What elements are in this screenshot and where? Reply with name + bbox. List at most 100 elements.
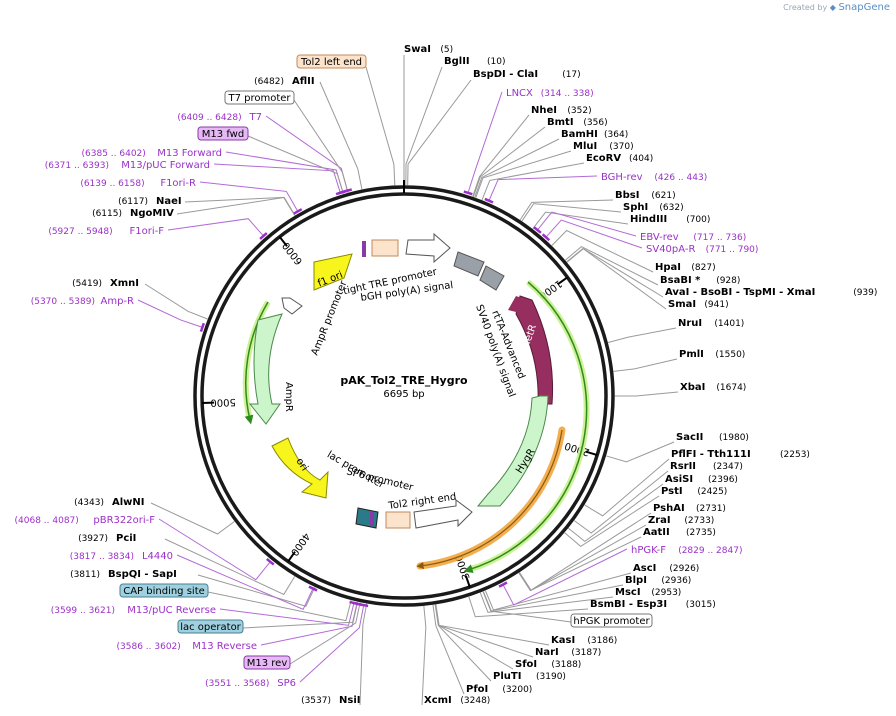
restriction-site[interactable]: NaeI(6117) xyxy=(118,196,182,207)
restriction-site[interactable]: NruI(1401) xyxy=(678,318,744,329)
restriction-site[interactable]: PluTI(3190) xyxy=(493,671,566,682)
site-name: PmlI xyxy=(679,349,704,360)
restriction-site[interactable]: AscI(2926) xyxy=(633,563,699,574)
restriction-site[interactable]: EcoRV(404) xyxy=(586,153,653,164)
feature-box[interactable]: hPGK promoter xyxy=(570,613,653,628)
restriction-site[interactable]: NsiI(3537) xyxy=(301,695,360,706)
primer[interactable]: M13/pUC Forward(6371 .. 6393) xyxy=(45,160,210,171)
restriction-site[interactable]: NarI(3187) xyxy=(535,647,601,658)
restriction-site[interactable]: XbaI(1674) xyxy=(680,382,746,393)
restriction-site[interactable]: BsaBI *(928) xyxy=(660,275,740,286)
credit-prefix: Created by xyxy=(783,3,828,12)
site-leader-40 xyxy=(144,283,208,320)
primer[interactable]: M13 Reverse(3586 .. 3602) xyxy=(117,641,257,652)
site-position: (2347) xyxy=(713,462,743,472)
restriction-site[interactable]: AvaI - BsoBI - TspMI - XmaI(939) xyxy=(665,287,877,298)
restriction-site[interactable]: BbsI(621) xyxy=(615,190,676,201)
restriction-site[interactable]: ZraI(2733) xyxy=(648,515,714,526)
restriction-site[interactable]: PstI(2425) xyxy=(661,486,727,497)
restriction-site[interactable]: BlpI(2936) xyxy=(625,575,691,586)
restriction-site[interactable]: PciI(3927) xyxy=(78,533,136,544)
feature-box[interactable]: M13 rev xyxy=(243,655,291,670)
restriction-site[interactable]: SwaI(5) xyxy=(404,44,453,55)
site-leader-8 xyxy=(519,199,614,221)
restriction-site[interactable]: NgoMIV(6115) xyxy=(92,208,174,219)
site-position: (700) xyxy=(686,215,710,225)
site-position: (1980) xyxy=(719,433,749,443)
restriction-site[interactable]: XcmI(3248) xyxy=(424,695,490,706)
restriction-site[interactable]: BmtI(356) xyxy=(547,117,608,128)
restriction-site[interactable]: PflFI - Tth111I(2253) xyxy=(671,449,810,460)
primer[interactable]: EBV-rev(717 .. 736) xyxy=(640,232,746,243)
site-position: (2733) xyxy=(684,516,714,526)
primer[interactable]: F1ori-F(5927 .. 5948) xyxy=(48,226,164,237)
feature-box[interactable]: Tol2 left end xyxy=(296,54,367,69)
site-leader-7 xyxy=(481,162,585,201)
restriction-site[interactable]: BspDI - ClaI(17) xyxy=(473,69,581,80)
site-leader-20 xyxy=(573,470,669,534)
primer[interactable]: hPGK-F(2829 .. 2847) xyxy=(631,545,742,556)
restriction-site[interactable]: BsmBI - Esp3I(3015) xyxy=(590,599,716,610)
primer-name: F1ori-F xyxy=(130,226,165,237)
restriction-site[interactable]: AflII(6482) xyxy=(254,76,315,87)
site-name: NsiI xyxy=(339,695,360,706)
restriction-site[interactable]: BamHI(364) xyxy=(561,129,628,140)
restriction-site[interactable]: SacII(1980) xyxy=(676,432,749,443)
feature-box[interactable]: T7 promoter xyxy=(224,90,295,105)
primer[interactable]: Amp-R(5370 .. 5389) xyxy=(31,296,134,307)
primer[interactable]: SV40pA-R(771 .. 790) xyxy=(646,244,758,255)
site-position: (10) xyxy=(487,57,505,67)
site-position: (3811) xyxy=(70,570,100,580)
primer[interactable]: SP6(3551 .. 3568) xyxy=(205,678,296,689)
site-position: (2731) xyxy=(696,504,726,514)
restriction-site[interactable]: XmnI(5419) xyxy=(72,278,139,289)
site-leader-33 xyxy=(434,604,492,682)
restriction-site[interactable]: PshAI(2731) xyxy=(653,503,726,514)
restriction-site[interactable]: MluI(370) xyxy=(573,141,634,152)
feature-box[interactable]: CAP binding site xyxy=(119,583,209,598)
site-name: HpaI xyxy=(655,262,681,273)
restriction-site[interactable]: PmlI(1550) xyxy=(679,349,745,360)
box-leader-4 xyxy=(242,601,358,629)
site-name: PciI xyxy=(116,533,136,544)
restriction-site[interactable]: NheI(352) xyxy=(531,105,592,116)
primer[interactable]: F1ori-R(6139 .. 6158) xyxy=(80,178,196,189)
restriction-site[interactable]: SphI(632) xyxy=(623,202,684,213)
restriction-site[interactable]: AatII(2735) xyxy=(643,527,716,538)
restriction-site[interactable]: RsrII(2347) xyxy=(670,461,743,472)
site-name: SmaI xyxy=(668,299,696,310)
site-leader-17 xyxy=(615,391,679,397)
feature-box[interactable]: M13 fwd xyxy=(197,126,249,141)
primer-leader-11 xyxy=(167,218,264,236)
restriction-site[interactable]: MscI(2953) xyxy=(615,587,681,598)
restriction-site[interactable]: AlwNI(4343) xyxy=(74,497,144,508)
plasmid-size: 6695 bp xyxy=(383,389,424,400)
primer[interactable]: L4440(3817 .. 3834) xyxy=(70,551,173,562)
feature-amp-promoter xyxy=(281,297,303,315)
restriction-site[interactable]: PfoI(3200) xyxy=(466,684,532,695)
restriction-site[interactable]: BglII(10) xyxy=(444,56,505,67)
restriction-site[interactable]: HindIII(700) xyxy=(630,214,710,225)
feature-box-label: M13 fwd xyxy=(202,129,244,140)
primer[interactable]: pBR322ori-F(4068 .. 4087) xyxy=(15,515,156,526)
primer[interactable]: M13/pUC Reverse(3599 .. 3621) xyxy=(51,605,216,616)
site-name: AscI xyxy=(633,563,656,574)
restriction-site[interactable]: SmaI(941) xyxy=(668,299,729,310)
primer[interactable]: M13 Forward(6385 .. 6402) xyxy=(82,148,222,159)
restriction-site[interactable]: AsiSI(2396) xyxy=(665,474,738,485)
site-leader-35 xyxy=(421,606,427,706)
primer[interactable]: LNCX(314 .. 338) xyxy=(506,88,594,99)
primer[interactable]: T7(6409 .. 6428) xyxy=(177,112,262,123)
site-position: (632) xyxy=(659,203,683,213)
site-name: XcmI xyxy=(424,695,452,706)
primer[interactable]: BGH-rev(426 .. 443) xyxy=(601,172,707,183)
restriction-site[interactable]: KasI(3186) xyxy=(551,635,617,646)
primer-range: (3586 .. 3602) xyxy=(117,642,181,652)
site-name: PluTI xyxy=(493,671,521,682)
restriction-site[interactable]: SfoI(3188) xyxy=(515,659,581,670)
primer-leader-4 xyxy=(503,548,628,606)
restriction-site[interactable]: HpaI(827) xyxy=(655,262,716,273)
restriction-site[interactable]: BspQI - SapI(3811) xyxy=(70,569,177,580)
feature-box[interactable]: lac operator xyxy=(177,619,244,634)
site-position: (3186) xyxy=(587,636,617,646)
